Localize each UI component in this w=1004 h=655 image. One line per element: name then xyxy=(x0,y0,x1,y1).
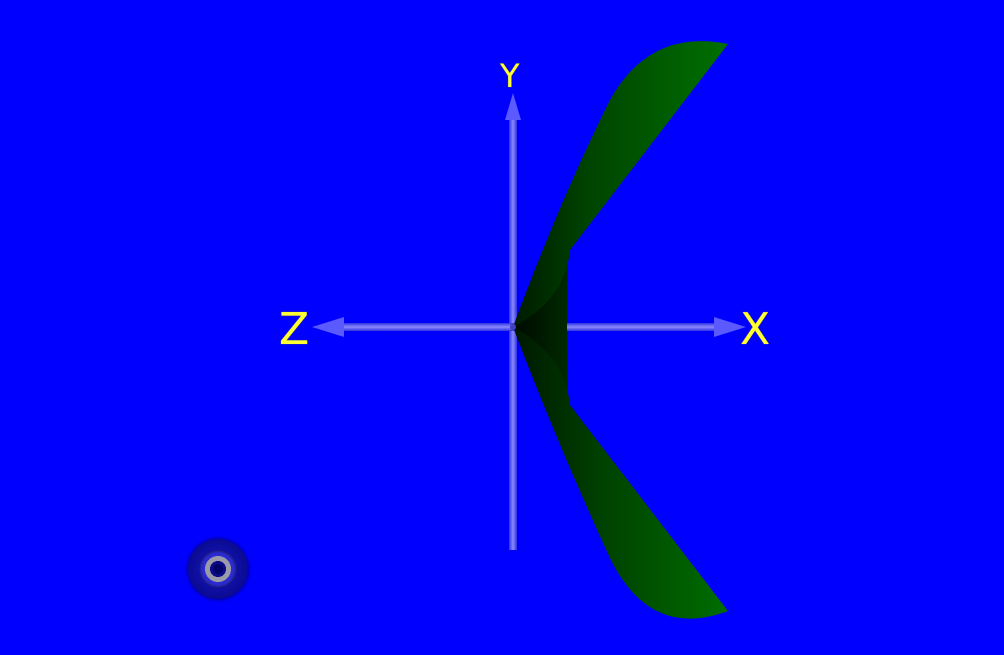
z-axis xyxy=(340,323,513,331)
origin-point xyxy=(510,324,516,330)
target-center xyxy=(213,564,223,574)
view-navigation-control[interactable] xyxy=(188,539,248,599)
surface-lower-sheet xyxy=(513,327,728,619)
z-axis-arrowhead xyxy=(312,317,344,337)
surface xyxy=(513,41,728,619)
x-axis-arrowhead xyxy=(714,317,746,337)
y-axis-label: Y xyxy=(500,57,520,95)
x-axis-label: X xyxy=(740,304,771,355)
y-axis xyxy=(509,118,517,550)
z-axis-label: Z xyxy=(279,304,310,355)
y-axis-arrowhead xyxy=(505,93,521,120)
surface-upper-sheet xyxy=(513,41,728,327)
x-axis xyxy=(513,323,718,331)
